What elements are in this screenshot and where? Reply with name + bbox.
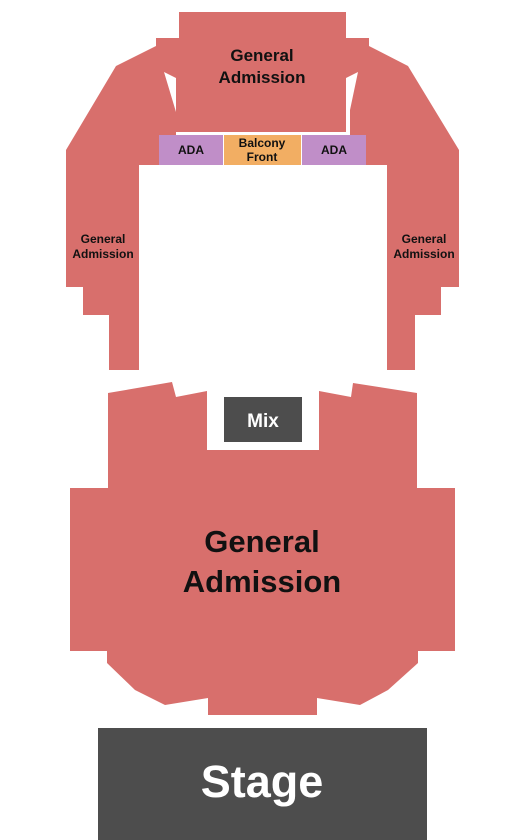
section-ada-left-shape[interactable] bbox=[159, 135, 223, 165]
section-floor-ga-shape[interactable] bbox=[70, 382, 455, 715]
balcony-front-label-2: Front bbox=[247, 150, 278, 164]
section-balcony-center-ga[interactable]: General Admission bbox=[66, 12, 459, 370]
balcony-center-ga-label-2: Admission bbox=[219, 68, 306, 87]
section-ada-left[interactable]: ADA bbox=[159, 135, 223, 165]
section-ada-right[interactable]: ADA bbox=[302, 135, 366, 165]
balcony-left-ga-label-1: General bbox=[81, 232, 126, 246]
section-balcony-front-shape[interactable] bbox=[224, 135, 301, 165]
section-balcony-left-ga[interactable]: General Admission bbox=[72, 232, 133, 261]
ada-left-label: ADA bbox=[178, 143, 204, 157]
section-ada-right-shape[interactable] bbox=[302, 135, 366, 165]
section-balcony-right-ga[interactable]: General Admission bbox=[393, 232, 454, 261]
mix-shape[interactable] bbox=[224, 397, 302, 442]
stage-label: Stage bbox=[201, 756, 324, 807]
floor-ga-label-1: General bbox=[204, 524, 319, 559]
stage: Stage bbox=[98, 728, 427, 840]
floor-ga-label-2: Admission bbox=[183, 564, 341, 599]
mix-label: Mix bbox=[247, 411, 279, 432]
section-balcony-front[interactable]: Balcony Front bbox=[224, 135, 301, 165]
balcony-center-ga-label-1: General bbox=[230, 46, 293, 65]
balcony-right-ga-label-2: Admission bbox=[393, 247, 454, 261]
balcony-front-label-1: Balcony bbox=[239, 136, 286, 150]
balcony-right-ga-label-1: General bbox=[402, 232, 447, 246]
stage-shape bbox=[98, 728, 427, 840]
ada-right-label: ADA bbox=[321, 143, 347, 157]
mix-position[interactable]: Mix bbox=[224, 397, 302, 442]
section-balcony-center-ga-shape[interactable] bbox=[66, 12, 459, 370]
section-floor-ga[interactable]: General Admission bbox=[70, 382, 455, 715]
balcony-left-ga-label-2: Admission bbox=[72, 247, 133, 261]
